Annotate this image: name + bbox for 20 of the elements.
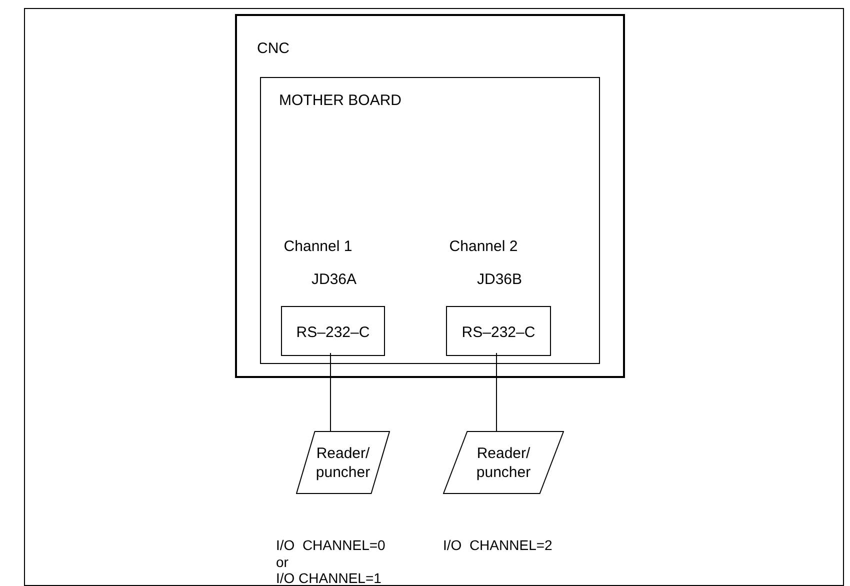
- cable-line: [496, 352, 497, 432]
- connector-label: RS–232–C: [295, 324, 371, 341]
- parameter-note: I/O CHANNEL=2: [443, 537, 552, 553]
- io-device-parallelogram: [443, 431, 564, 494]
- unit-box: [235, 14, 625, 378]
- device-label: Reader/ puncher: [314, 444, 372, 482]
- board-title: MOTHER BOARD: [279, 92, 402, 109]
- channel-label: Channel 1: [282, 238, 354, 255]
- device-label: Reader/ puncher: [475, 444, 532, 482]
- parameter-note: I/O CHANNEL=0: [276, 537, 386, 553]
- parameter-note: I/O CHANNEL=1: [276, 570, 382, 586]
- board-box: [260, 77, 600, 364]
- connector-name: JD36A: [310, 271, 358, 288]
- unit-title: CNC: [257, 40, 290, 57]
- parameter-note: or: [276, 554, 288, 570]
- connector-label: RS–232–C: [460, 324, 536, 341]
- cable-line: [330, 352, 331, 432]
- channel-label: Channel 2: [448, 238, 519, 255]
- connector-name: JD36B: [476, 271, 524, 288]
- io-device-parallelogram: [296, 431, 390, 494]
